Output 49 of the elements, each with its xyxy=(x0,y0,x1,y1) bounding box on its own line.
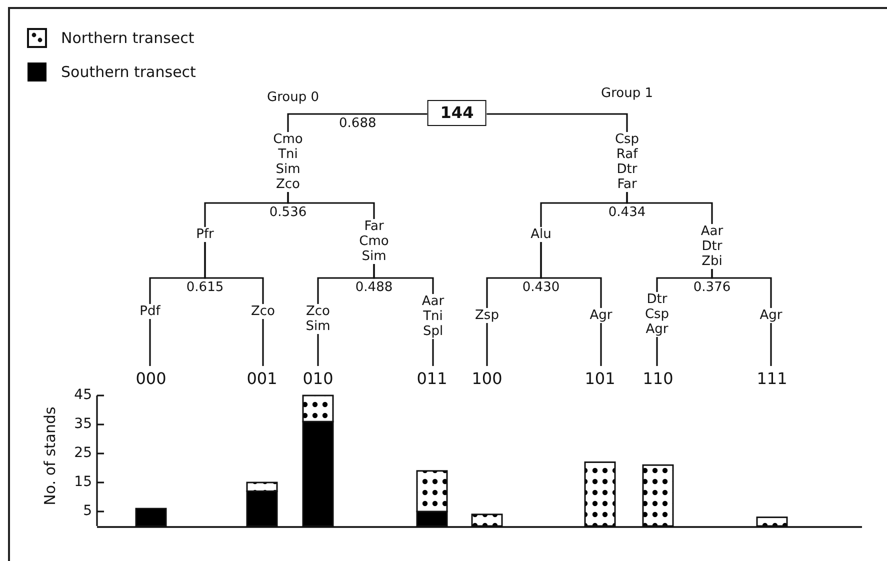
species-label: Alu xyxy=(530,227,552,242)
category-label: 100 xyxy=(472,370,502,388)
species-label: Aar Dtr Zbi xyxy=(700,224,724,269)
tick-label: 25 xyxy=(73,446,92,460)
category-label: 010 xyxy=(302,370,334,388)
group-label: Group 0 xyxy=(267,90,319,105)
tick-label: 45 xyxy=(73,388,92,402)
category-label: 001 xyxy=(246,370,278,388)
tick-label: 35 xyxy=(73,416,92,430)
tree-branch-line xyxy=(317,334,319,366)
tree-branch-line xyxy=(626,192,713,224)
species-label: Zco xyxy=(251,304,275,319)
tree-branch-line xyxy=(262,319,264,366)
species-label: Pfr xyxy=(196,227,214,242)
tree-branch-line xyxy=(540,242,602,308)
tree-branch-line xyxy=(770,323,772,366)
tree-branch-line xyxy=(432,339,434,366)
species-label: Csp Raf Dtr Far xyxy=(614,132,640,192)
category-label: 011 xyxy=(416,370,448,388)
species-label: Pdf xyxy=(140,304,160,319)
category-label: 000 xyxy=(136,370,166,388)
category-label: 111 xyxy=(756,370,788,388)
species-label: Zco Sim xyxy=(306,304,330,334)
axis-title: No. of stands xyxy=(41,406,59,506)
tree-branch-line xyxy=(204,242,264,304)
tree-branch-line xyxy=(149,319,151,366)
species-label: Agr xyxy=(760,308,782,323)
tree-branch-line xyxy=(600,323,602,366)
root-count-box: 144 xyxy=(427,100,487,126)
tree-branch-line xyxy=(656,337,658,366)
species-label: Aar Tni Spl xyxy=(422,294,444,339)
category-label: 110 xyxy=(642,370,674,388)
tree-branch-line xyxy=(711,269,772,308)
species-label: Far Cmo Sim xyxy=(359,219,389,264)
category-label: 101 xyxy=(584,370,616,388)
tree-branch-line xyxy=(287,192,375,219)
legend-label: Northern transect xyxy=(61,29,194,47)
tick-label: 15 xyxy=(73,474,92,488)
tree-branch-line xyxy=(486,113,628,132)
tick-label: 5 xyxy=(82,504,92,518)
group-label: Group 1 xyxy=(601,86,653,101)
species-label: Agr xyxy=(590,308,612,323)
legend-label: Southern transect xyxy=(61,63,196,81)
tree-branch-line xyxy=(373,264,434,294)
tree-branch-line xyxy=(287,113,428,132)
species-label: Dtr Csp Agr xyxy=(644,292,670,337)
tree-branch-line xyxy=(486,323,488,366)
species-label: Zsp xyxy=(475,308,499,323)
species-label: Cmo Tni Sim Zco xyxy=(273,132,303,192)
